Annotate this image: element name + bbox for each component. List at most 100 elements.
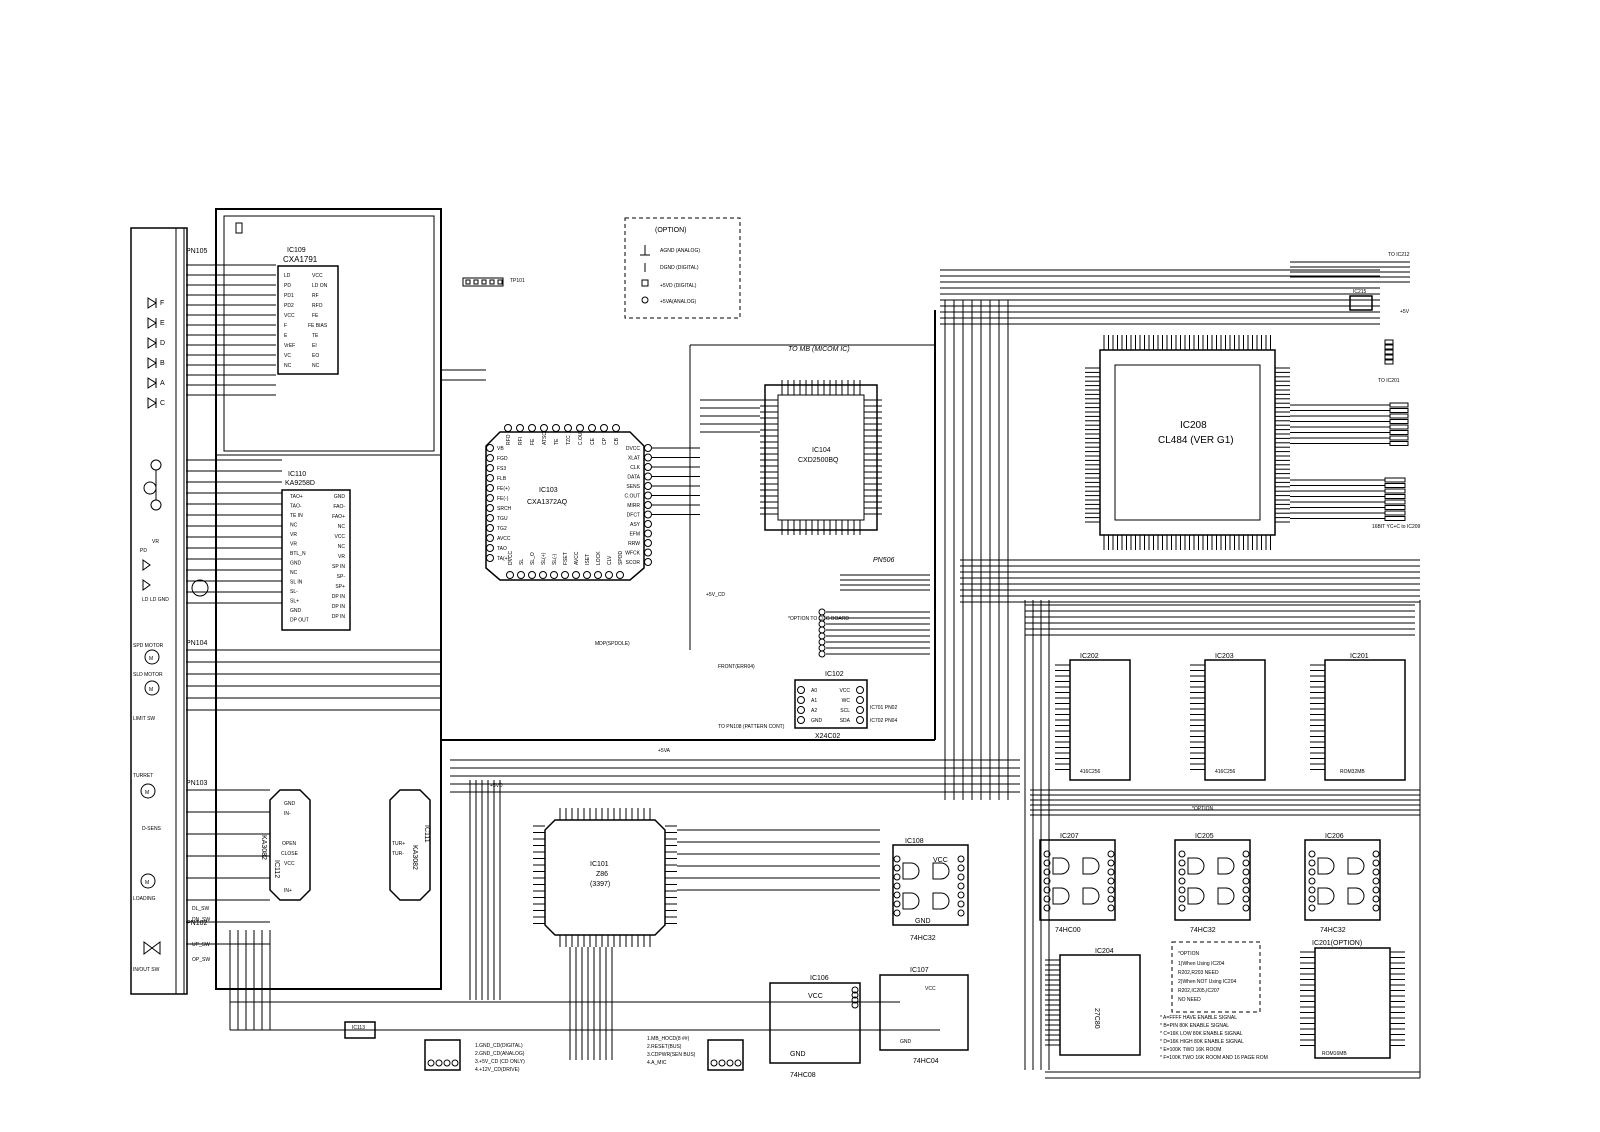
ic109-pin: EI: [312, 343, 317, 349]
gate-pin: [957, 873, 965, 881]
ic103-pin-pad: [540, 424, 548, 432]
cdg-pin: [818, 608, 826, 616]
inductor-turn: [851, 991, 859, 999]
ic107: IC107 74HC04 VCC GND: [879, 967, 969, 1065]
ic103-pin: AVCC: [497, 536, 511, 542]
ic103-pin-pad: [486, 454, 494, 462]
ic103-pin: FGD: [497, 456, 508, 462]
ic103-pin-pad: [644, 501, 652, 509]
ic112-pin: CLOSE: [281, 851, 299, 857]
ic208: IC208 CL484 (VER G1): [1085, 335, 1290, 550]
ic110-pin: NC: [290, 570, 298, 576]
mdp-tag: MDP(SPDOLE): [595, 641, 630, 647]
ic205: IC205 74HC32: [1174, 833, 1251, 934]
ic103: IC103 CXA1372AQ DVCCXLATCLKDATASENSC.OUT…: [485, 424, 652, 581]
to-ic212: TO IC212: [1388, 252, 1410, 258]
ic103-pin-pad: [486, 534, 494, 542]
ic102-pin-pad: [797, 706, 805, 714]
ic103-pin: ASY: [630, 522, 641, 528]
ld-label: LD: [142, 597, 149, 603]
ic108-part: 74HC32: [910, 935, 936, 942]
spd-motor-icon: [144, 649, 160, 665]
ic103-pin: EFM: [629, 532, 640, 538]
ic103-pin: SL: [519, 559, 525, 565]
ic203-part: 416C256: [1215, 769, 1236, 775]
bus-legend: 1.MB_HOCD(8 ##): [647, 1036, 690, 1042]
header-pin: [1384, 354, 1394, 360]
header-pin: [1384, 510, 1406, 516]
pd-label: PD: [140, 548, 147, 554]
ic109-pin: VC: [284, 353, 291, 359]
ic101: IC101 Z86 (3397): [533, 808, 677, 947]
ic103-pin-pad: [550, 571, 558, 579]
header-pin: [1384, 494, 1406, 499]
ic107-gnd: GND: [900, 1039, 912, 1045]
gate-pin: [1372, 877, 1380, 885]
ic110-pin: NC: [290, 523, 298, 529]
gate-pin: [957, 909, 965, 917]
logic-gate: [932, 862, 950, 880]
ic102-pin-pad: [856, 696, 864, 704]
gate-pin: [1308, 868, 1316, 876]
gate-pin: [1372, 895, 1380, 903]
ic103-pin-pad: [605, 571, 613, 579]
ic103-pin-pad: [612, 424, 620, 432]
ic104: IC104 CXD2500BQ TO MB (MICOM IC): [760, 346, 882, 535]
ic110-pin: DP IN: [332, 614, 346, 620]
svg-text:M: M: [145, 790, 149, 796]
pickup-pin-label: E: [160, 320, 165, 327]
logic-gate: [1317, 887, 1335, 905]
ic206-ref: IC206: [1325, 833, 1344, 840]
legend-agnd: AGND (ANALOG): [660, 248, 700, 254]
ic106-part: 74HC08: [790, 1072, 816, 1079]
ic206: IC206 74HC32: [1304, 833, 1381, 934]
cdg-pin: [818, 650, 826, 658]
ic103-pin-pad: [528, 571, 536, 579]
inout-sw-label: IN/OUT SW: [133, 967, 160, 973]
ic102-pin: VCC: [839, 688, 850, 694]
ic109-pin: NC: [312, 363, 320, 369]
header-pin: [1384, 516, 1406, 521]
ic201opt-part: ROM16MB: [1322, 1051, 1347, 1057]
power-legend: 2.GND_CD(ANALOG): [475, 1051, 525, 1057]
ic103-pin-pad: [644, 510, 652, 519]
ic103-pin: C.OUT: [578, 429, 584, 445]
bit-note: * F=100K TWO 16K ROOM AND 16 PAGE ROM: [1160, 1055, 1268, 1061]
legend-title: (OPTION): [655, 227, 687, 234]
ic103-pin-pad: [644, 453, 652, 462]
logic-gate: [1217, 857, 1235, 875]
bus-legend: 3.CDPWR(SEN BUS): [647, 1052, 696, 1058]
ic103-ref: IC103: [539, 487, 558, 494]
logic-gate: [902, 862, 920, 880]
ic106-ref: IC106: [810, 975, 829, 982]
ic103-pin-pad: [486, 494, 494, 502]
ic110-pin: DP OUT: [290, 618, 309, 624]
ic103-pin: DVCC: [508, 550, 514, 565]
ic106-vcc: VCC: [808, 993, 823, 1000]
ic112-pin: GND: [284, 801, 296, 807]
ic112-part: KA3082: [260, 835, 267, 860]
ic109-part: CXA1791: [283, 255, 318, 264]
ic110: IC110 KA9258D TAO+TAO-TE INNCVRVRBTL_NGN…: [281, 471, 351, 631]
ic110-pin: SP IN: [332, 564, 345, 570]
circuit-traces: [186, 261, 1421, 1079]
ic110-pin: GND: [290, 608, 302, 614]
gate-pin: [1178, 886, 1186, 894]
ic110-pin: SL IN: [290, 580, 303, 586]
ic207: IC207 74HC00: [1039, 833, 1116, 934]
dl-sw-label: DL_SW: [192, 906, 210, 912]
plus5va-tag: +5VA: [658, 748, 671, 754]
gate-pin: [893, 900, 901, 908]
cdg-pin: [818, 626, 826, 634]
ic103-pin: SL(-): [552, 554, 558, 565]
ic112-pin: IN+: [284, 888, 292, 894]
ic103-pin-pad: [644, 548, 652, 557]
ic103-pin-pad: [644, 472, 652, 481]
sled-motor-icon: [144, 680, 160, 696]
notes-line: 2)When NOT Using IC204: [1178, 979, 1236, 985]
ic109-pin: E: [284, 333, 288, 339]
ld-gnd-label: LD GND: [150, 597, 169, 603]
ic104-tag: TO MB (MICOM IC): [788, 346, 850, 353]
ic104-part: CXD2500BQ: [798, 457, 839, 464]
inductor-turn: [851, 1001, 859, 1009]
